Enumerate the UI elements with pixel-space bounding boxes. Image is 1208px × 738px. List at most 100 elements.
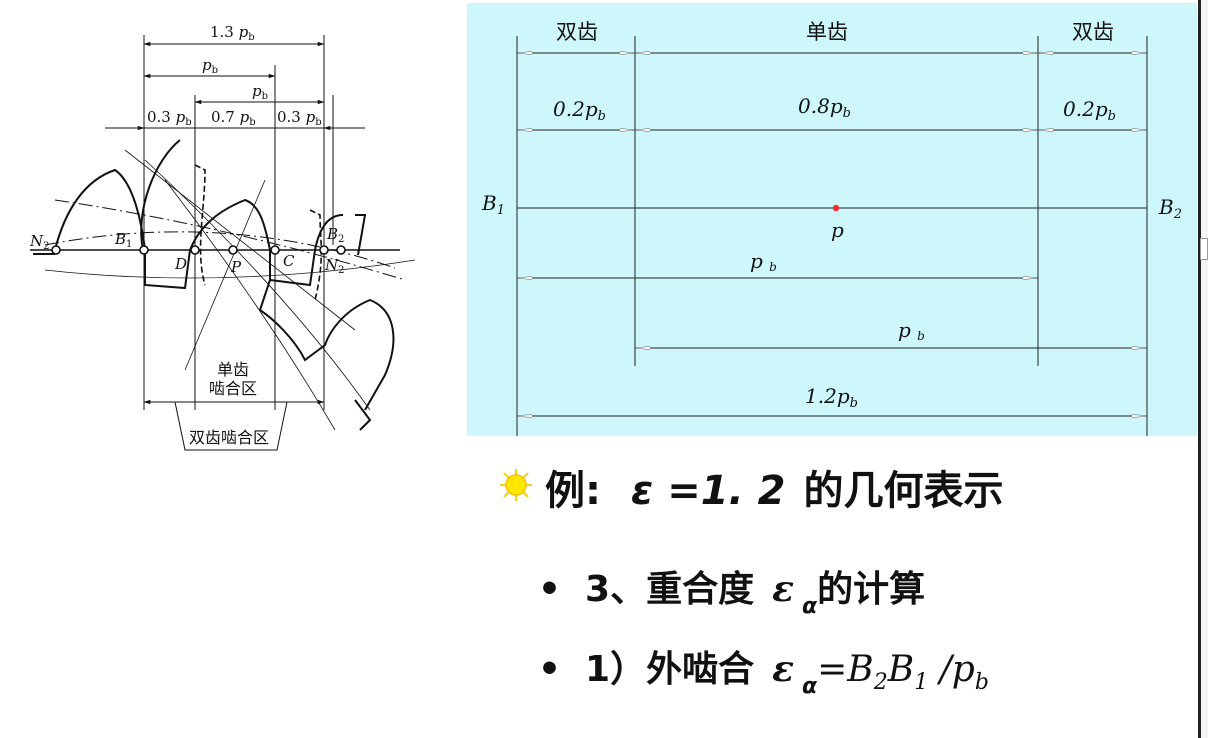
dim-03-right-sub: b [315,117,321,128]
epsilon-value: ε =1. 2 [631,468,786,514]
dim-03-right-value: 0.3 [277,108,301,126]
svg-text:N2: N2 [324,256,345,276]
item2-epsilon: ε [772,648,794,690]
svg-text:B2: B2 [326,225,344,245]
item1-alpha: α [801,594,818,619]
svg-text:1.3 pb: 1.3 pb [210,23,255,43]
seg-mid-sub: b [842,106,851,121]
item1-rest: 的计算 [817,569,926,610]
seg-left-label: 0.2pb [553,97,606,124]
item1-prefix: 3、重合度 [585,569,755,610]
label-n2-left: N [29,232,44,250]
bullet-dot-2: • [538,649,562,690]
dim-07-value: 0.7 [211,108,235,126]
example-rest: 的几何表示 [803,468,1004,514]
label-B2: B2 [1159,195,1182,222]
item2-formula: =B2B1 /pb [817,649,989,695]
sun-bullet-icon [500,469,532,501]
pb-upper-p: p [750,249,763,273]
item2-alpha: α [801,674,818,699]
formula-sub-2: 2 [873,670,888,696]
label-b2-sub: 2 [338,234,344,245]
dim-pb-top: p [202,56,212,74]
label-single-zone-2: 啮合区 [209,379,257,398]
dim-03-left-p: p [176,108,186,126]
total-span-value: 1.2 [805,384,837,408]
dim-total-value: 1.3 [210,23,234,41]
total-span-label: 1.2pb [805,384,858,411]
formula-sub-b: b [974,670,989,696]
window-right-edge [1198,0,1208,738]
pb-lower-p: p [898,318,911,342]
panel-lines [467,36,1197,436]
formula-sub-1: 1 [914,670,929,696]
label-B2-sub: 2 [1173,207,1182,222]
dim-pb-second-sub: b [262,91,268,102]
seg-left-sub: b [597,109,606,124]
scroll-marker [1200,238,1208,260]
label-n2-left-sub: 2 [43,241,49,252]
seg-mid-value: 0.8 [798,94,830,118]
contact-ratio-panel: 双齿 单齿 双齿 0.2pb 0.8pb 0.2pb B1 B2 p p b p… [467,3,1197,436]
seg-left-value: 0.2 [553,97,585,121]
svg-text:0.3 pb: 0.3 pb [277,108,322,128]
dim-pb-top-sub: b [212,65,218,76]
label-double-zone: 双齿啮合区 [189,428,269,447]
total-span-sub: b [849,396,858,411]
label-c: C [283,252,295,270]
example-heading: 例: ε =1. 2 的几何表示 [545,458,1004,516]
bullet-dot: • [538,569,562,610]
label-d: D [174,255,187,273]
gear-mesh-figure: 1.3 pb pb pb 0.3 pb 0.7 pb 0.3 pb N2 B1 … [29,23,416,451]
example-prefix: 例: [545,468,601,514]
pb-lower-sub: b [917,329,925,343]
svg-text:0.7 pb: 0.7 pb [211,108,256,128]
label-B1-letter: B [482,191,497,215]
label-B1: B1 [482,191,505,218]
pitch-point-dot [832,204,840,212]
seg-right-sub: b [1107,109,1116,124]
svg-text:pb: pb [202,56,218,76]
seg-right-p: p [1094,97,1108,121]
dim-03-left-value: 0.3 [147,108,171,126]
formula-div-p: /p [928,649,975,690]
header-double-right: 双齿 [1072,20,1114,44]
label-b1: B [114,230,126,248]
dim-03-left-sub: b [185,117,191,128]
dim-07-sub: b [249,117,255,128]
seg-left-p: p [584,97,598,121]
formula-eq-B: =B [817,649,874,690]
header-single: 单齿 [806,20,848,44]
seg-mid-p: p [829,94,843,118]
label-p: P [230,258,242,276]
item1-epsilon: ε [772,568,794,610]
label-b1-sub: 1 [126,239,132,250]
formula-B: B [887,649,915,690]
seg-right-label: 0.2pb [1063,97,1116,124]
label-B1-sub: 1 [496,203,505,218]
svg-text:pb: pb [252,82,268,102]
pb-span-lower-label: p b [898,318,925,343]
label-single-zone-1: 单齿 [217,360,249,379]
label-b2: B [326,225,338,243]
item2-prefix: 1）外啮合 [585,649,755,690]
pb-span-upper-label: p b [750,249,777,274]
pb-upper-sub: b [769,260,777,274]
label-n2-right: N [324,256,339,274]
dim-total-sub: b [248,32,254,43]
seg-right-value: 0.2 [1063,97,1095,121]
header-double-left: 双齿 [556,20,598,44]
dim-07-p: p [240,108,250,126]
label-n2-right-sub: 2 [338,265,344,276]
pitch-point-label: p [831,218,844,242]
dim-03-right-p: p [306,108,316,126]
svg-text:0.3 pb: 0.3 pb [147,108,192,128]
dim-pb-second: p [252,82,262,100]
svg-text:B1: B1 [114,230,132,250]
svg-text:N2: N2 [29,232,50,252]
dim-total-p: p [239,23,249,41]
seg-mid-label: 0.8pb [798,94,851,121]
total-span-p: p [836,384,850,408]
